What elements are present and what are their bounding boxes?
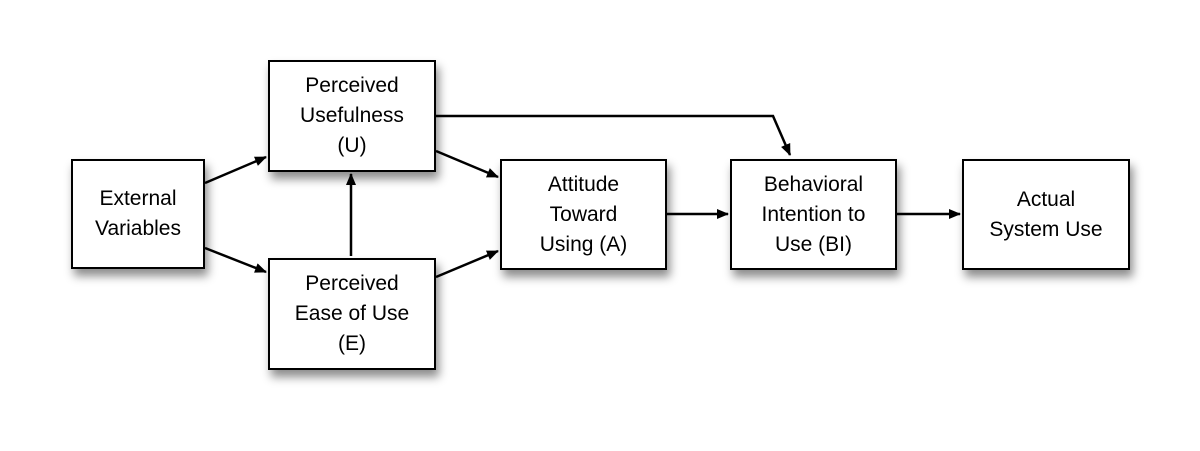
perceived-usefulness-line-3: (U) <box>337 134 367 157</box>
arrow-ease-of-use-to-attitude <box>435 249 499 279</box>
behavioral-intention-line-1: Behavioral <box>763 172 864 196</box>
perceived-ease-of-use-line-2: Ease of Use <box>294 302 410 325</box>
perceived-ease-of-use-line-3: (E) <box>338 332 366 355</box>
external-variables-line-2: Variables <box>95 217 181 240</box>
attitude-line-3: Using (A) <box>539 232 628 256</box>
external-variables-line-1: External <box>99 187 177 210</box>
arrow-usefulness-to-intention <box>436 114 792 156</box>
attitude-line-1: Attitude <box>547 172 620 196</box>
arrow-external-to-usefulness <box>204 155 267 185</box>
perceived-usefulness-line-1: Perceived <box>305 74 399 97</box>
perceived-usefulness-box: Perceived Usefulness (U) <box>268 60 436 172</box>
arrow-external-to-ease-of-use <box>204 246 267 274</box>
arrow-usefulness-to-attitude <box>435 149 499 179</box>
attitude-box: Attitude Toward Using (A) <box>500 159 667 270</box>
perceived-ease-of-use-box: Perceived Ease of Use (E) <box>268 258 436 370</box>
attitude-line-2: Toward <box>549 202 618 226</box>
behavioral-intention-box: Behavioral Intention to Use (BI) <box>730 159 897 270</box>
perceived-usefulness-line-2: Usefulness <box>300 104 404 127</box>
actual-system-use-box: Actual System Use <box>962 159 1130 270</box>
actual-use-line-1: Actual <box>1016 187 1076 211</box>
behavioral-intention-line-3: Use (BI) <box>774 232 852 256</box>
actual-use-line-2: System Use <box>989 217 1103 241</box>
external-variables-box: External Variables <box>71 159 205 269</box>
behavioral-intention-line-2: Intention to <box>761 202 866 226</box>
perceived-ease-of-use-line-1: Perceived <box>305 272 399 295</box>
